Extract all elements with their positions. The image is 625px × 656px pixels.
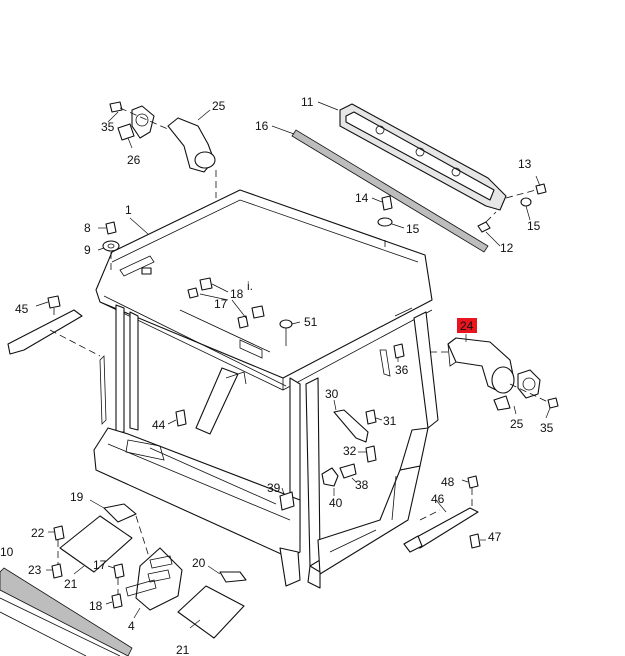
label-18-lower: 18 <box>89 599 103 613</box>
label-18-mark: i. <box>247 279 253 293</box>
label-4: 4 <box>128 619 135 633</box>
label-18-roof: 18 <box>230 287 244 301</box>
label-9: 9 <box>84 243 91 257</box>
highlight-marker-24[interactable] <box>457 318 477 333</box>
label-21-right: 21 <box>176 643 190 656</box>
bracket-46 <box>403 475 486 553</box>
label-47: 47 <box>488 530 502 544</box>
label-40: 40 <box>329 496 343 510</box>
label-22: 22 <box>31 526 45 540</box>
label-32: 32 <box>343 444 357 458</box>
air-duct-top <box>107 101 216 173</box>
label-20: 20 <box>192 556 206 570</box>
bracket-45 <box>7 295 101 357</box>
label-14: 14 <box>355 191 369 205</box>
label-30: 30 <box>325 387 339 401</box>
label-1: 1 <box>125 203 132 217</box>
label-19: 19 <box>70 490 84 504</box>
label-23: 23 <box>28 563 42 577</box>
label-17-roof: 17 <box>214 297 228 311</box>
label-11: 11 <box>301 95 314 109</box>
seal-strip-16 <box>271 125 489 253</box>
label-46: 46 <box>431 492 445 506</box>
label-8: 8 <box>84 221 91 235</box>
air-duct-24 <box>430 334 559 419</box>
label-13: 13 <box>518 157 532 171</box>
callout-labels: 25 35 26 11 16 13 14 15 15 12 8 1 9 18 i… <box>0 95 554 656</box>
label-48: 48 <box>441 475 455 489</box>
label-21-left: 21 <box>64 577 78 591</box>
label-15-right: 15 <box>527 219 541 233</box>
label-44: 44 <box>152 418 166 432</box>
label-35-top: 35 <box>101 120 115 134</box>
label-25-right: 25 <box>510 417 524 431</box>
label-25-top: 25 <box>212 99 226 113</box>
label-15-roof: 15 <box>406 222 420 236</box>
label-24[interactable]: 24 <box>460 319 474 333</box>
label-51: 51 <box>304 315 318 329</box>
label-10: 10 <box>0 545 14 559</box>
label-26: 26 <box>127 153 141 167</box>
label-12: 12 <box>500 241 514 255</box>
label-39: 39 <box>267 481 281 495</box>
label-36: 36 <box>395 363 409 377</box>
label-16: 16 <box>255 119 269 133</box>
label-31: 31 <box>383 414 397 428</box>
label-35-right: 35 <box>540 421 554 435</box>
cab-frame <box>93 170 439 589</box>
label-17-lower: 17 <box>93 558 107 572</box>
label-38: 38 <box>355 478 369 492</box>
fasteners <box>97 195 405 511</box>
rear-panel-11 <box>317 101 547 247</box>
label-45: 45 <box>15 302 29 316</box>
lower-panels <box>0 499 247 656</box>
